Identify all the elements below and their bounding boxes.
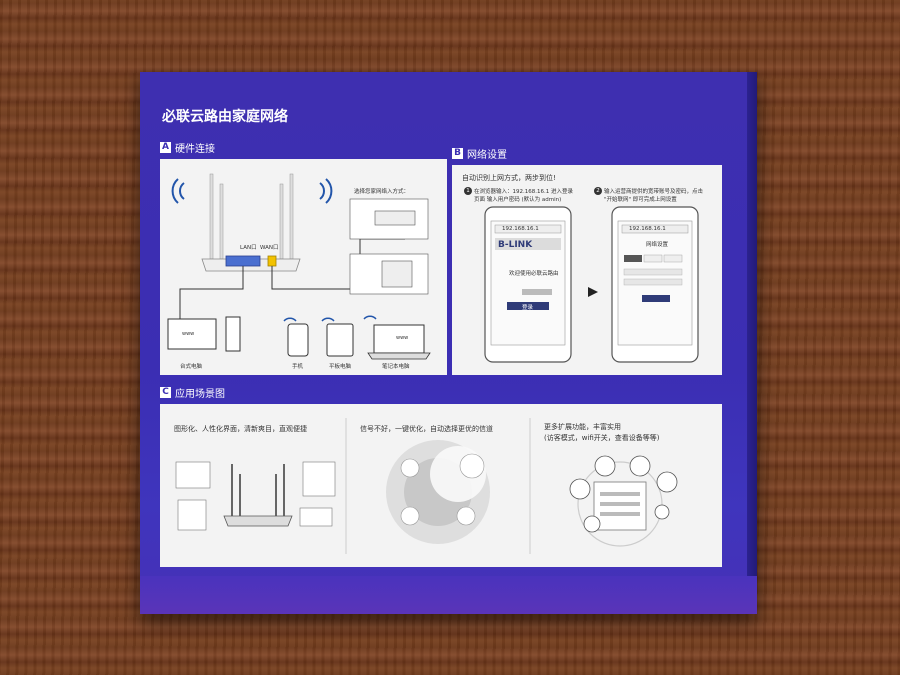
select-network-text: 选择您家网络入方式： xyxy=(354,189,410,195)
section-b-intro: 自动识别上网方式，两步到位! xyxy=(462,174,556,182)
router-icon xyxy=(201,173,301,272)
address-bar-text-2: 192.168.16.1 xyxy=(629,226,666,232)
step1-number: 1 xyxy=(464,187,472,195)
box-title: 必联云路由家庭网络 xyxy=(162,109,288,125)
step1-text: 在浏览器输入：192.168.16.1 进入登录页面 输入用户密码 (默认为 a… xyxy=(474,189,573,203)
section-a-header: A 硬件连接 xyxy=(160,140,215,155)
step2-number: 2 xyxy=(594,187,602,195)
device-label-tablet: 平板电脑 xyxy=(329,364,352,370)
laptop-screen-text: www xyxy=(396,335,409,341)
section-a-panel: LAN口 WAN口 选择您家网络入方式： www www 台式电脑 手机 平板电… xyxy=(160,159,447,375)
device-label-phone: 手机 xyxy=(292,364,304,370)
step2-text: 输入运营商提供的宽带账号及密码，点击 "开始联网" 即可完成上网设置 xyxy=(604,189,704,203)
laptop-icon xyxy=(367,324,431,360)
section-c-header: C 应用场景图 xyxy=(160,385,225,400)
login-button: 登录 xyxy=(522,305,534,311)
feature-3-text-line2: (访客模式，wifi开关，查看设备等等) xyxy=(544,434,660,442)
extended-features-illustration xyxy=(569,455,678,547)
section-a-label: 硬件连接 xyxy=(175,144,215,155)
arrow-right-icon xyxy=(588,287,598,297)
phone-icon xyxy=(287,323,309,357)
section-b-label: 网络设置 xyxy=(467,150,507,161)
box-side-edge xyxy=(747,72,757,614)
section-b-header: B 网络设置 xyxy=(452,146,507,161)
lan-label: LAN口 xyxy=(240,245,257,251)
tablet-icon xyxy=(326,323,354,357)
application-scenarios-illustration xyxy=(175,418,678,554)
feature-1-text: 图形化、人性化界面，清新爽目，直观便捷 xyxy=(174,425,307,433)
device-label-desktop: 台式电脑 xyxy=(180,364,203,370)
desktop-screen-text: www xyxy=(182,331,195,337)
feature-2-text: 信号不好，一键优化，自动选择更优的信道 xyxy=(360,425,493,433)
settings-title: 网络设置 xyxy=(646,242,669,248)
section-a-tag: A xyxy=(160,142,171,153)
login-welcome-text: 欢迎使用必联云路由 xyxy=(509,271,559,277)
wifi-icon xyxy=(283,315,377,322)
wifi-icon xyxy=(171,178,333,204)
signal-optimization-illustration xyxy=(386,440,490,544)
router-illustration xyxy=(175,461,336,531)
section-b-panel: 自动识别上网方式，两步到位! 在浏览器输入：192.168.16.1 进入登录页… xyxy=(452,165,722,375)
section-c-panel: 图形化、人性化界面，清新爽目，直观便捷 信号不好，一键优化，自动选择更优的信道 … xyxy=(160,404,722,567)
address-bar-text: 192.168.16.1 xyxy=(502,226,539,232)
device-label-laptop: 笔记本电脑 xyxy=(382,364,410,370)
brand-logo: B-LINK xyxy=(498,240,533,250)
box-bottom-band xyxy=(140,576,757,614)
section-b-tag: B xyxy=(452,148,463,159)
feature-3-text-line1: 更多扩展功能，丰富实用 xyxy=(544,423,621,431)
section-c-tag: C xyxy=(160,387,171,398)
router-connection-diagram xyxy=(167,173,431,360)
desktop-computer-icon xyxy=(167,316,241,352)
wan-label: WAN口 xyxy=(260,245,279,251)
section-c-label: 应用场景图 xyxy=(175,389,225,400)
phone-setup-illustration xyxy=(484,206,699,363)
product-box: 必联云路由家庭网络 A 硬件连接 xyxy=(140,72,757,614)
